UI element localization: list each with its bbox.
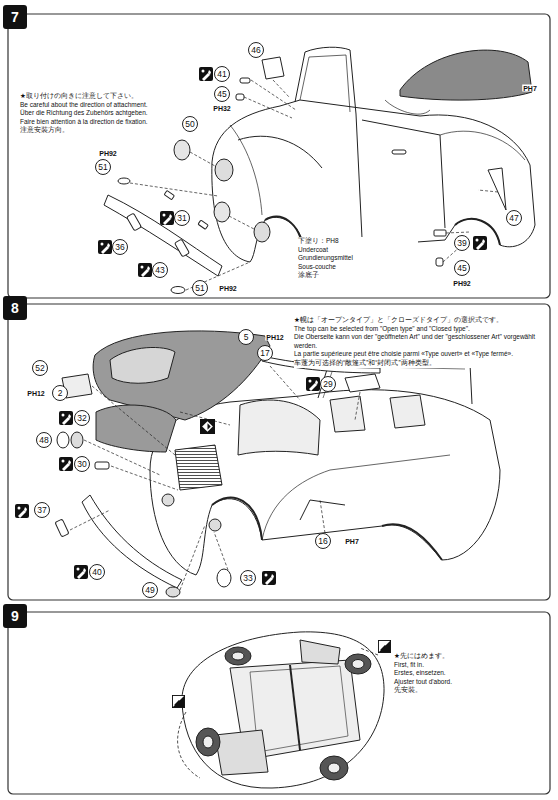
step-number-text: 9 [11, 608, 19, 624]
note-block: 下塗り：PH8UndercoatGrundierungsmittelSous-c… [298, 237, 418, 280]
step-number: 7 [3, 5, 27, 29]
note-text: ★先にはめます。 [394, 652, 544, 661]
step-number-text: 8 [11, 300, 19, 316]
paint-code: PH12 [26, 390, 46, 397]
loose-parts-rear [55, 331, 380, 597]
callout-number: 49 [142, 582, 158, 598]
note-text: Sous-couche [298, 263, 418, 272]
paint-code: PH92 [452, 280, 472, 287]
fit-icon [172, 695, 184, 707]
option-icon [200, 419, 215, 434]
note-text: 注意安裝方向。 [20, 126, 188, 135]
callout-number: 16 [315, 533, 331, 549]
note-text: Ajuster tout d'abord. [394, 678, 544, 687]
note-text: La partie supérieure peut être choisie p… [294, 350, 548, 359]
callout-number: 50 [182, 116, 198, 132]
callout-number: 43 [152, 262, 168, 278]
callout-number: 36 [112, 239, 128, 255]
callout-number: 45 [454, 260, 470, 276]
step-number-text: 7 [11, 9, 19, 25]
note-text: First, fit in. [394, 661, 544, 670]
note-text: Über die Richtung des Zubehörs achtgeben… [20, 109, 188, 118]
step-number: 8 [3, 296, 27, 320]
callout-number: 48 [36, 432, 52, 448]
callout-number: 17 [257, 345, 273, 361]
note-text: Grundierungsmittel [298, 254, 418, 263]
callout-number: 39 [454, 235, 470, 251]
callout-number: 45 [214, 86, 230, 102]
note-text: Faire bien attention à la direction de f… [20, 118, 188, 127]
note-text: 涂底子 [298, 271, 418, 280]
glue-icon [15, 377, 320, 585]
note-text: 先安裝。 [394, 686, 544, 695]
note-block: ★取り付けの向きに注意して下さい。Be careful about the di… [20, 92, 188, 135]
paint-code: PH32 [212, 105, 232, 112]
car-underside [182, 632, 384, 788]
paint-code: PH92 [218, 285, 238, 292]
note-block: ★先にはめます。First, fit in.Erstes, einsetzen.… [394, 652, 544, 695]
note-block: ★幌は「オープンタイプ」と「クローズドタイプ」の選択式です。The top ca… [294, 316, 548, 368]
leader-line [178, 648, 378, 778]
note-text: Be careful about the direction of attach… [20, 101, 188, 110]
callout-number: 32 [74, 410, 90, 426]
callout-number: 33 [240, 570, 256, 586]
callout-number: 29 [320, 376, 336, 392]
fit-icon [378, 640, 390, 652]
note-text: Undercoat [298, 246, 418, 255]
note-text: ★取り付けの向きに注意して下さい。 [20, 92, 188, 101]
callout-number: 41 [214, 66, 230, 82]
callout-number: 47 [506, 210, 522, 226]
callout-number: 31 [174, 210, 190, 226]
leader-line [70, 366, 360, 590]
paint-code: PH7 [522, 85, 538, 92]
callout-number: 40 [89, 564, 105, 580]
callout-number: 46 [248, 42, 264, 58]
note-text: The top can be selected from "Open type"… [294, 325, 548, 334]
callout-number: 30 [74, 456, 90, 472]
paint-code: PH92 [98, 150, 118, 157]
step-panel [8, 14, 550, 794]
note-text: ★幌は「オープンタイプ」と「クローズドタイプ」の選択式です。 [294, 316, 548, 325]
note-text: 下塗り：PH8 [298, 237, 418, 246]
paint-code: PH7 [344, 538, 360, 545]
car-body-front [212, 47, 535, 262]
callout-number: 5 [238, 329, 254, 345]
step-number: 9 [3, 604, 27, 628]
callout-number: 2 [52, 385, 68, 401]
callout-number: 51 [192, 280, 208, 296]
note-text: 车蓬为可选择的“敞篷式”和“封闭式”两种类型。 [294, 359, 548, 368]
callout-number: 37 [34, 502, 50, 518]
paint-code: PH12 [265, 334, 285, 341]
note-text: Die Oberseite kann von der "geöffneten A… [294, 333, 548, 350]
note-text: Erstes, einsetzen. [394, 669, 544, 678]
callout-number: 51 [95, 159, 111, 175]
callout-number: 52 [32, 360, 48, 376]
